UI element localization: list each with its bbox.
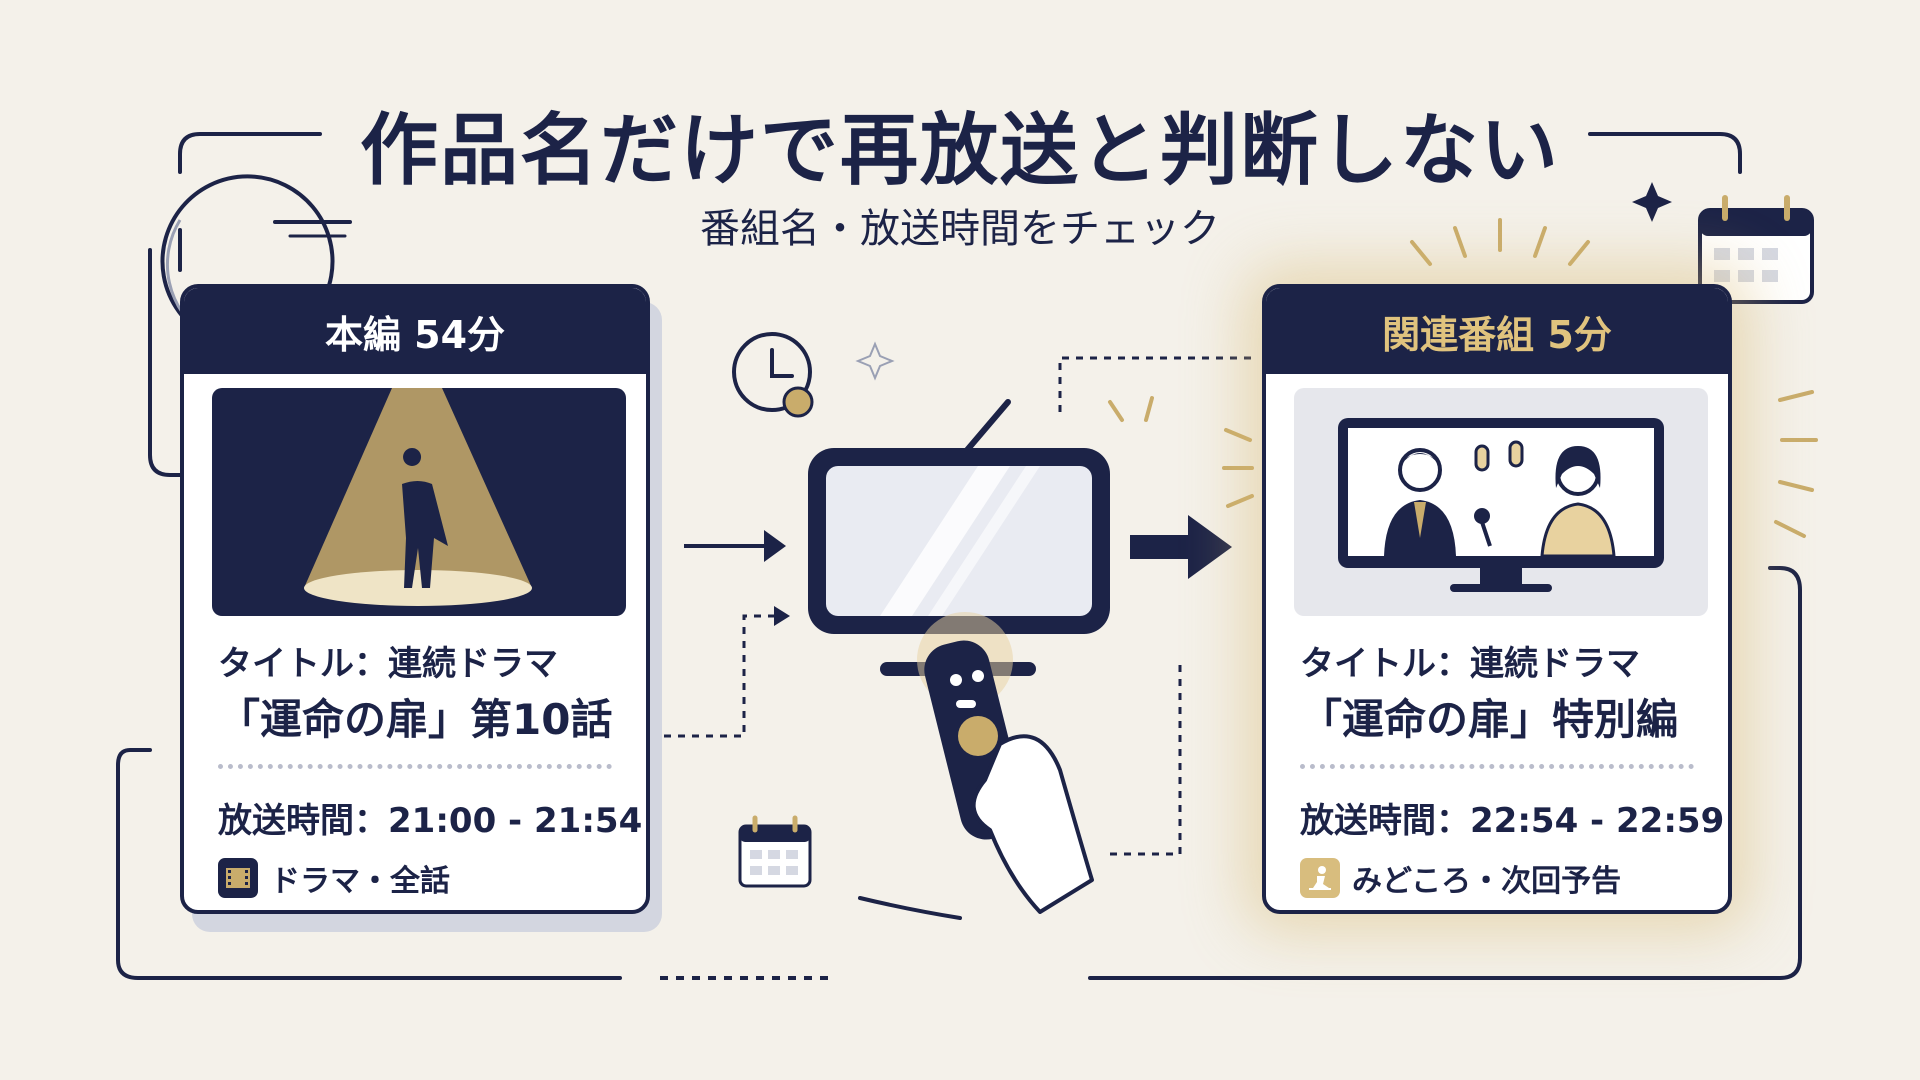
broadcast-time: 放送時間：21:00 - 21:54 bbox=[218, 801, 643, 841]
highlight-rays bbox=[1108, 218, 1818, 538]
card-header: 関連番組 5分 bbox=[1266, 288, 1728, 374]
title-label: タイトル：連続ドラマ bbox=[1300, 644, 1640, 684]
flow-arrows bbox=[664, 356, 1258, 920]
divider bbox=[218, 764, 612, 769]
small-calendar-icon bbox=[738, 815, 812, 888]
presenter-icon bbox=[1300, 858, 1340, 898]
tv-icon bbox=[808, 399, 1110, 676]
genre-tag-label: みどころ・次回予告 bbox=[1352, 864, 1622, 899]
sparkle-icon bbox=[855, 341, 895, 381]
calendar-icon bbox=[1698, 195, 1814, 304]
genre-tag-label: ドラマ・全話 bbox=[270, 864, 450, 899]
sparkle-icon bbox=[1632, 182, 1672, 222]
title-value: 「運命の扉」特別編 bbox=[1300, 695, 1679, 744]
hand-icon bbox=[971, 734, 1094, 914]
page-subtitle: 番組名・放送時間をチェック bbox=[700, 206, 1220, 252]
card-header: 本編 54分 bbox=[184, 288, 646, 374]
spotlight-image bbox=[212, 388, 626, 616]
talk-show-image bbox=[1294, 388, 1708, 616]
film-icon bbox=[218, 858, 258, 898]
broadcast-time: 放送時間：22:54 - 22:59 bbox=[1300, 801, 1725, 841]
small-clock-icon bbox=[732, 332, 814, 418]
genre-tag: ドラマ・全話 bbox=[218, 856, 450, 900]
main-episode-card: 本編 54分 タイトル：連続ドラマ 「運命の扉」第10話 放送時間：21:00 … bbox=[180, 284, 650, 914]
title-label: タイトル：連続ドラマ bbox=[218, 644, 558, 684]
title-value: 「運命の扉」第10話 bbox=[218, 695, 613, 744]
related-program-card: 関連番組 5分 タイトル：連続ドラマ 「運命の扉」特別編 放送時間：22:54 … bbox=[1262, 284, 1732, 914]
clock-decor-icon bbox=[160, 174, 352, 337]
divider bbox=[1300, 764, 1694, 769]
genre-tag: みどころ・次回予告 bbox=[1300, 856, 1621, 900]
page-title: 作品名だけで再放送と判断しない bbox=[359, 106, 1560, 196]
